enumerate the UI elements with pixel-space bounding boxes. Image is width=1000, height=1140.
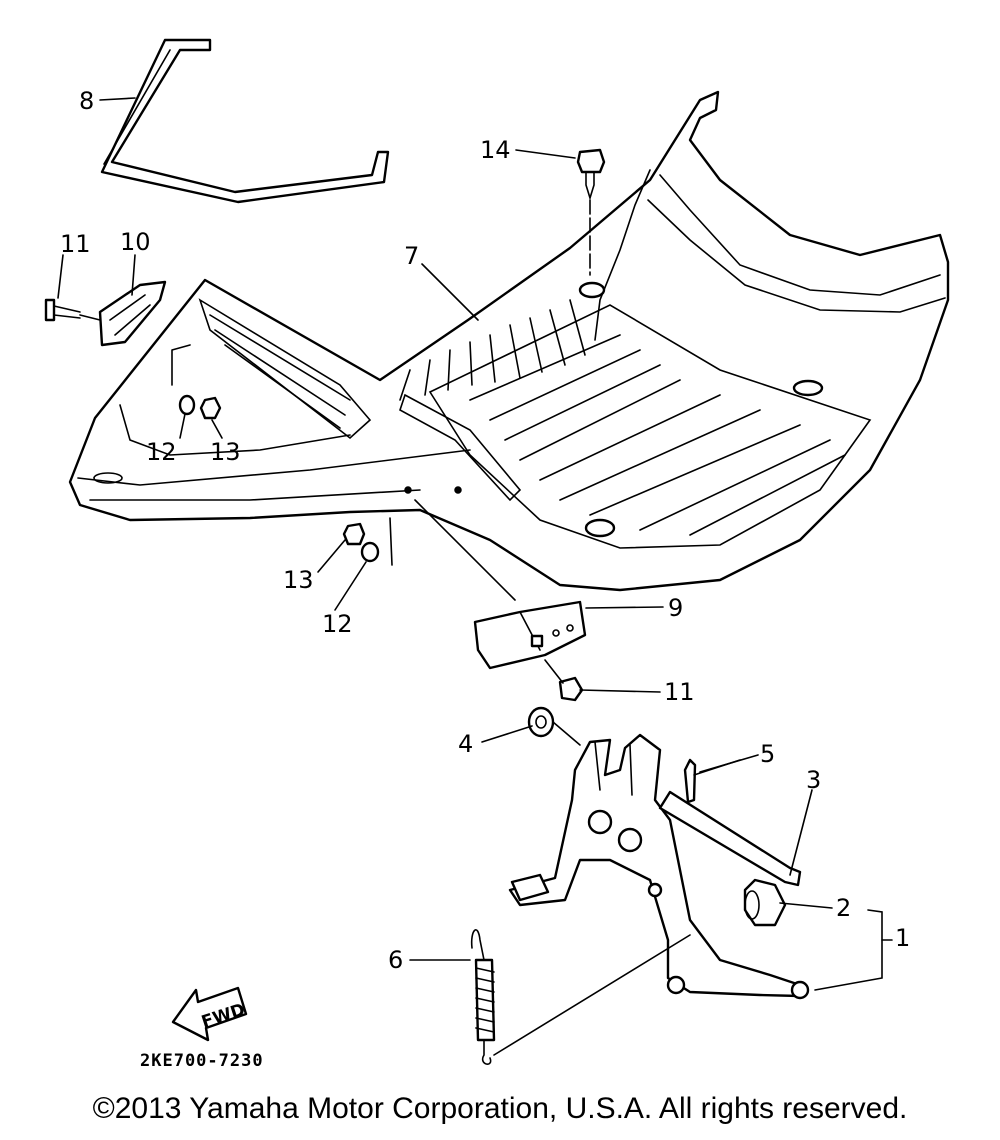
part-10-bracket bbox=[98, 280, 167, 347]
callout-12-lower: 12 bbox=[322, 610, 353, 638]
part-6-spring bbox=[470, 929, 691, 1065]
fwd-arrow-icon: FWD bbox=[171, 986, 248, 1042]
part-13-nut-lower bbox=[342, 522, 366, 546]
callout-12-upper: 12 bbox=[146, 438, 177, 466]
callout-2: 2 bbox=[836, 894, 851, 922]
part-1-main-stand bbox=[508, 733, 810, 1000]
part-2-bush bbox=[743, 878, 787, 927]
part-12-washer-upper bbox=[178, 394, 196, 416]
callout-3: 3 bbox=[806, 766, 821, 794]
callout-14: 14 bbox=[480, 136, 511, 164]
callout-9: 9 bbox=[668, 594, 683, 622]
part-14-screw bbox=[576, 148, 606, 276]
callout-6: 6 bbox=[388, 946, 403, 974]
callout-10: 10 bbox=[120, 228, 151, 256]
part-12-washer-lower bbox=[360, 541, 380, 563]
callout-4: 4 bbox=[458, 730, 473, 758]
leader-lines bbox=[57, 97, 893, 991]
part-5-pin bbox=[683, 758, 741, 804]
part-4-washer bbox=[527, 706, 581, 746]
part-3-shaft bbox=[658, 789, 813, 887]
callout-13-upper: 13 bbox=[210, 438, 241, 466]
callout-13-lower: 13 bbox=[283, 566, 314, 594]
part-13-nut-upper bbox=[199, 396, 222, 420]
diagram-code: 2KE700-7230 bbox=[140, 1051, 264, 1071]
callout-11-left: 11 bbox=[60, 230, 91, 258]
callout-1: 1 bbox=[895, 924, 910, 952]
part-9-cover bbox=[414, 499, 587, 670]
part-7-floor-board bbox=[68, 90, 950, 592]
callout-5: 5 bbox=[760, 740, 775, 768]
part-8-rail bbox=[100, 38, 390, 204]
callout-8: 8 bbox=[79, 87, 94, 115]
part-11-bolt-right bbox=[544, 659, 584, 702]
callout-11-right: 11 bbox=[664, 678, 695, 706]
part-11-bolt-left bbox=[44, 298, 101, 322]
callout-7: 7 bbox=[404, 242, 419, 270]
copyright-notice: ©2013 Yamaha Motor Corporation, U.S.A. A… bbox=[92, 1092, 908, 1125]
